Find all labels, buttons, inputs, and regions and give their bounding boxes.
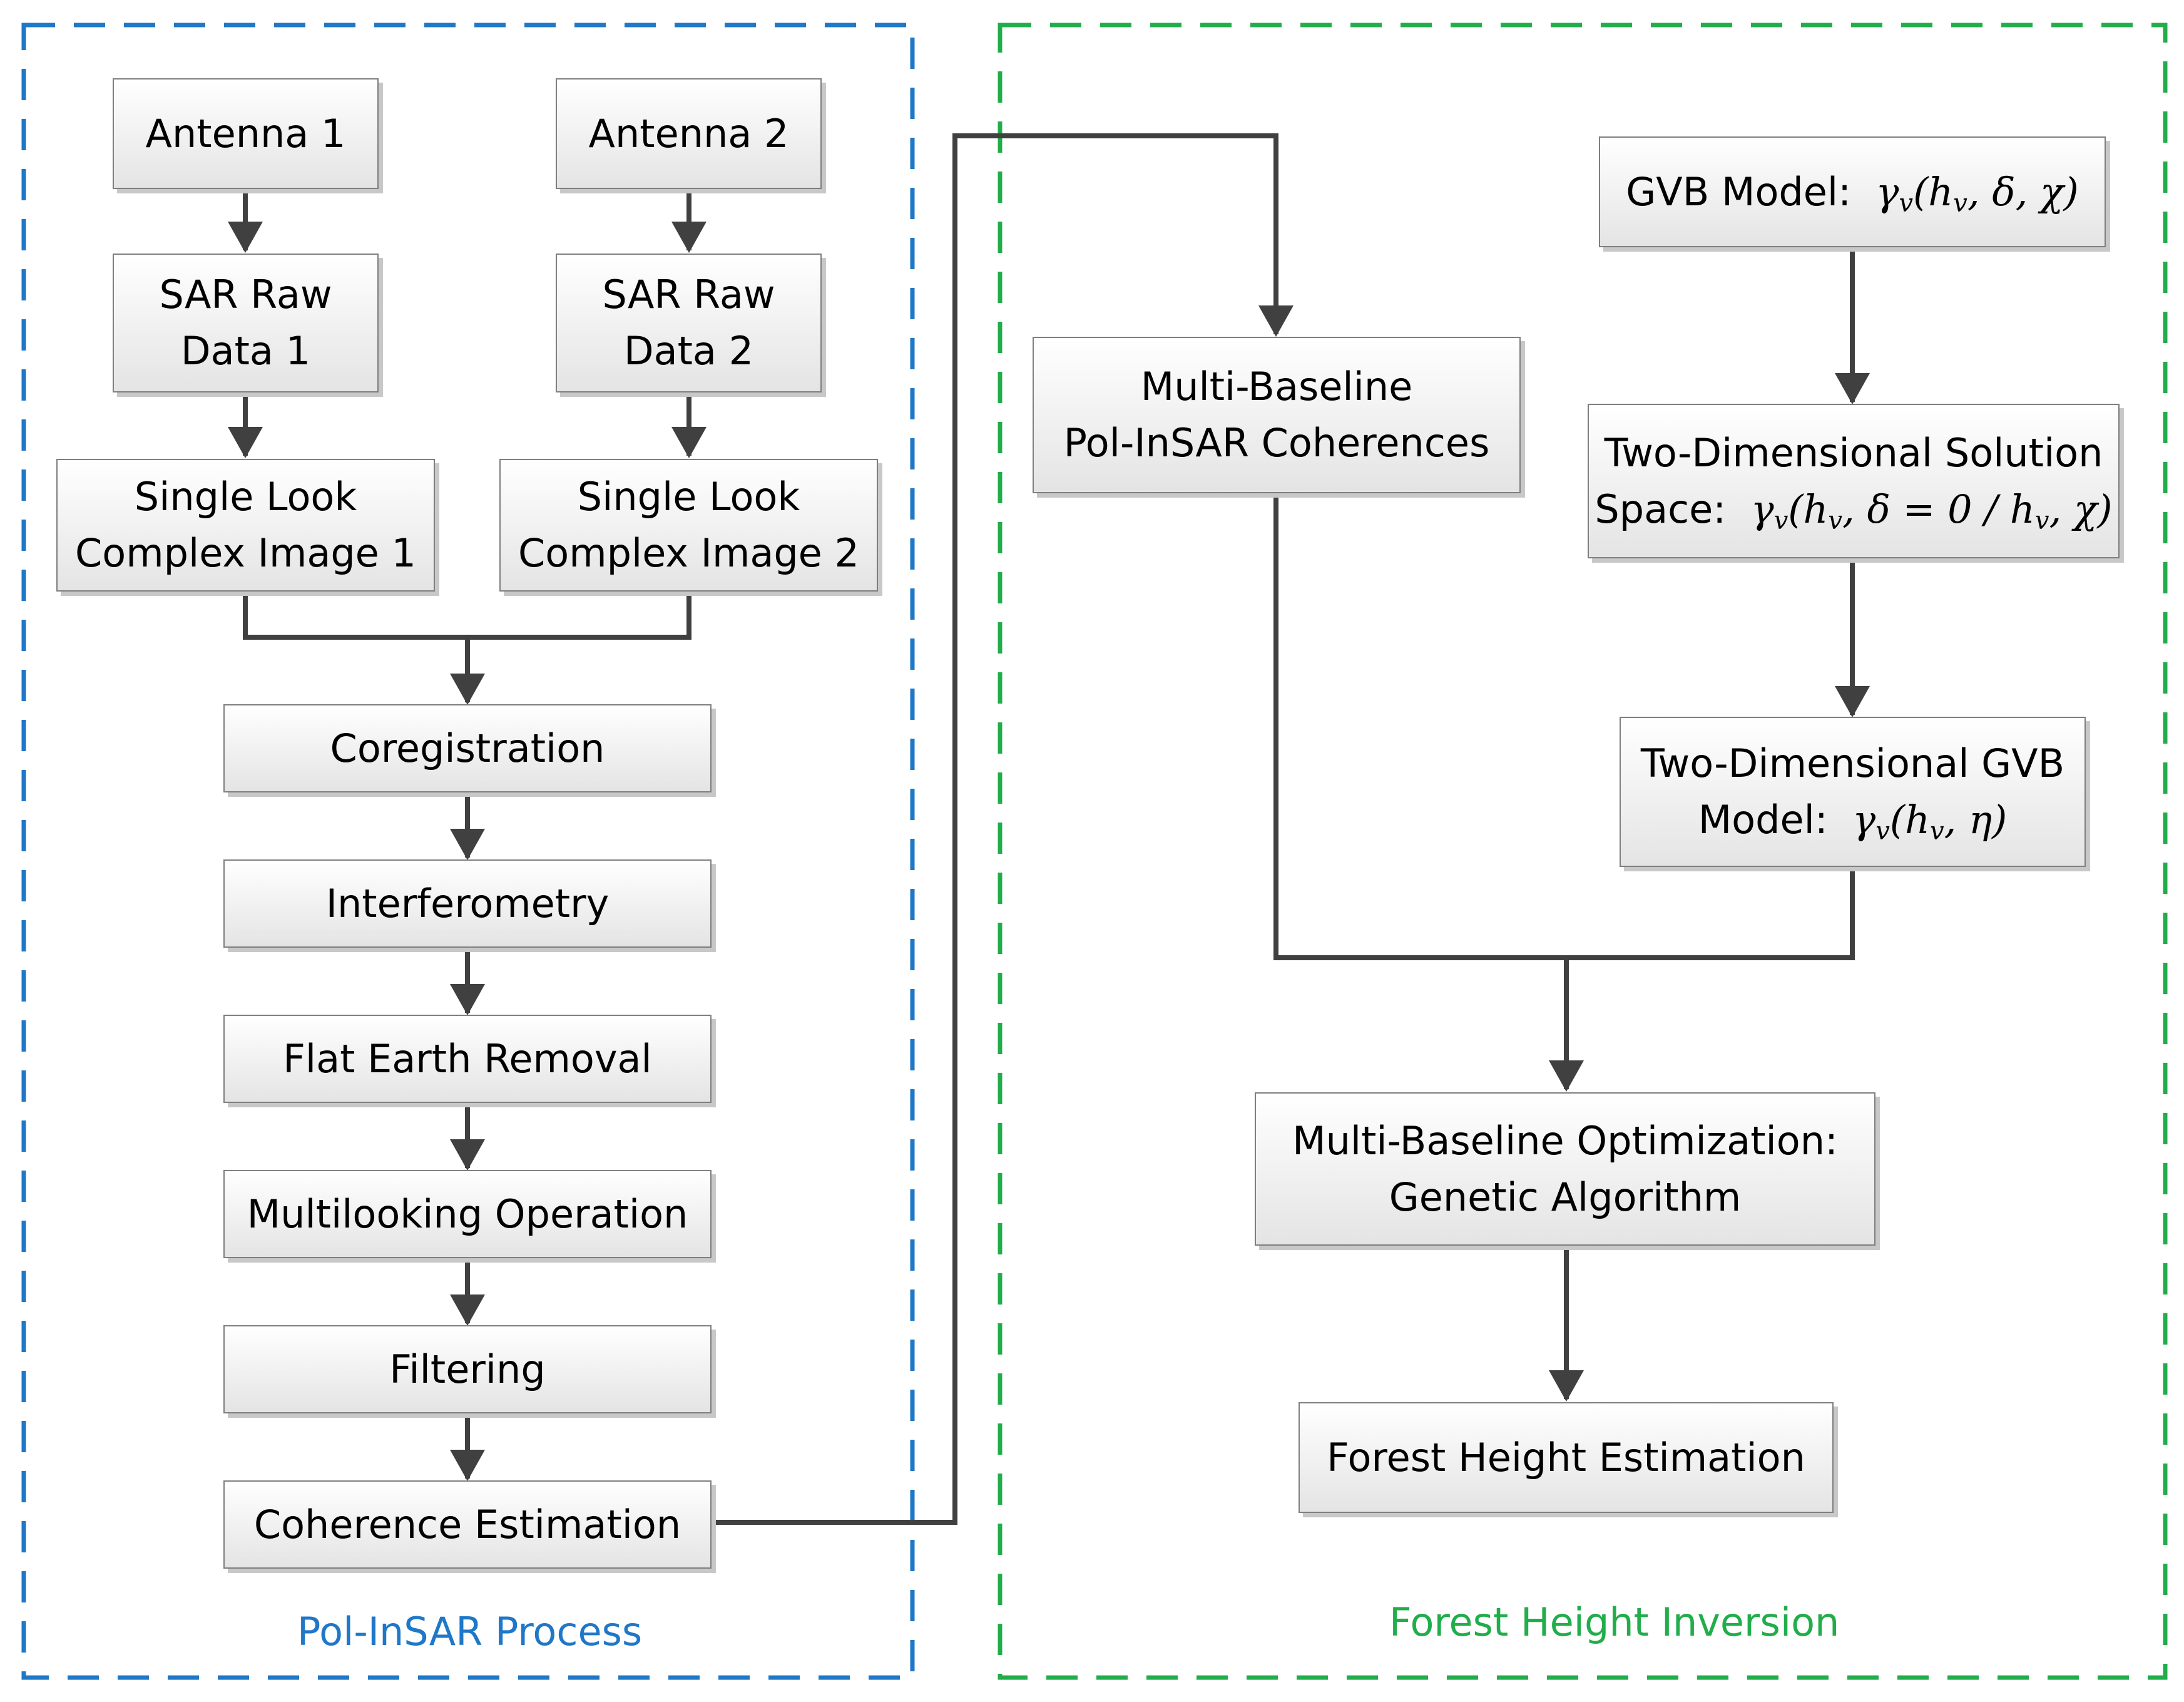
- sar-raw-data2-box: SAR Raw Data 2: [556, 254, 822, 392]
- two-dim-space-box: Two-Dimensional Solution Space: γv(hv, δ…: [1588, 404, 2120, 558]
- polinsar-group-label: Pol-InSAR Process: [297, 1609, 643, 1654]
- tdg-gamma: γ: [1852, 797, 1876, 843]
- tdg-args-sub: v: [1929, 817, 1944, 846]
- antenna1-label: Antenna 1: [145, 110, 346, 156]
- gvb-args: (h: [1913, 168, 1954, 215]
- two-dim-gvb-box: Two-Dimensional GVB Model: γv(hv, η): [1620, 717, 2086, 867]
- interferometry-label: Interferometry: [325, 880, 610, 926]
- tdg-gamma-sub: v: [1875, 817, 1890, 846]
- gvb-model-formula: γv(hv, δ, χ): [1875, 168, 2079, 218]
- forest-group-label: Forest Height Inversion: [1389, 1599, 1840, 1645]
- arrow-coherence-mbcoherences: [712, 133, 1294, 1525]
- antenna1-box: Antenna 1: [113, 78, 379, 189]
- slc-image1-box: Single Look Complex Image 1: [56, 459, 435, 592]
- slc-image2-line1: Single Look: [577, 474, 800, 520]
- antenna2-label: Antenna 2: [588, 110, 789, 156]
- slc-image2-box: Single Look Complex Image 2: [499, 459, 878, 592]
- mb-coherences-box: Multi-Baseline Pol-InSAR Coherences: [1033, 337, 1521, 493]
- tds-gamma-sub: v: [1773, 506, 1789, 535]
- polinsar-group-frame: [21, 23, 915, 1680]
- mb-coherences-line1: Multi-Baseline: [1140, 364, 1413, 409]
- multilooking-box: Multilooking Operation: [223, 1170, 712, 1258]
- filtering-label: Filtering: [389, 1346, 546, 1392]
- interferometry-box: Interferometry: [223, 859, 712, 948]
- coregistration-label: Coregistration: [330, 725, 605, 771]
- sar-raw-data1-line1: SAR Raw: [159, 272, 332, 317]
- sar-raw-data1-line2: Data 1: [180, 328, 311, 374]
- sar-raw-data1-box: SAR Raw Data 1: [113, 254, 379, 392]
- tdg-args-rest: , η): [1944, 797, 2008, 843]
- mb-optimization-line1: Multi-Baseline Optimization:: [1292, 1117, 1838, 1164]
- two-dim-gvb-line2: Model: γv(hv, η): [1698, 792, 2008, 848]
- tds-args-mid: , δ = 0 / h: [1842, 486, 2035, 532]
- two-dim-gvb-text: Model:: [1698, 797, 1828, 843]
- flat-earth-removal-box: Flat Earth Removal: [223, 1015, 712, 1103]
- two-dim-gvb-formula: γv(hv, η): [1852, 797, 2008, 846]
- tds-args: (h: [1788, 486, 1829, 532]
- mb-optimization-line2: Genetic Algorithm: [1389, 1174, 1742, 1220]
- forest-height-label: Forest Height Estimation: [1327, 1434, 1805, 1480]
- gvb-args-sub: v: [1953, 188, 1967, 218]
- slc-image2-line2: Complex Image 2: [518, 530, 859, 576]
- tdg-args: (h: [1889, 797, 1930, 843]
- forest-height-box: Forest Height Estimation: [1299, 1402, 1834, 1513]
- antenna2-box: Antenna 2: [556, 78, 822, 189]
- two-dim-gvb-line1: Two-Dimensional GVB: [1640, 741, 2065, 786]
- gvb-model-box: GVB Model: γv(hv, δ, χ): [1599, 136, 2106, 247]
- tds-args-rest: , χ): [2049, 486, 2113, 532]
- connector-slc-merge: [243, 592, 691, 640]
- coherence-estimation-label: Coherence Estimation: [253, 1501, 681, 1547]
- mb-coherences-line2: Pol-InSAR Coherences: [1063, 420, 1490, 466]
- gvb-model-text: GVB Model:: [1626, 168, 1851, 215]
- two-dim-space-line1: Two-Dimensional Solution: [1604, 429, 2103, 476]
- filtering-box: Filtering: [223, 1325, 712, 1413]
- sar-raw-data2-line1: SAR Raw: [602, 272, 775, 317]
- gvb-gamma: γ: [1875, 168, 1899, 215]
- slc-image1-line1: Single Look: [134, 474, 357, 520]
- gvb-args-rest: , δ, χ): [1967, 168, 2079, 215]
- forest-group-frame: [998, 23, 2168, 1680]
- slc-image1-line2: Complex Image 1: [75, 530, 416, 576]
- sar-raw-data2-line2: Data 2: [623, 328, 754, 374]
- tds-args-sub2: v: [2034, 506, 2049, 535]
- multilooking-label: Multilooking Operation: [247, 1191, 688, 1237]
- tds-gamma: γ: [1750, 486, 1774, 532]
- gvb-model-line: GVB Model: γv(hv, δ, χ): [1626, 164, 2079, 220]
- mb-optimization-box: Multi-Baseline Optimization: Genetic Alg…: [1255, 1092, 1875, 1246]
- two-dim-space-formula: γv(hv, δ = 0 / hv, χ): [1750, 486, 2113, 535]
- coherence-estimation-box: Coherence Estimation: [223, 1480, 712, 1569]
- gvb-gamma-sub: v: [1899, 188, 1914, 218]
- flat-earth-removal-label: Flat Earth Removal: [283, 1035, 652, 1082]
- tds-args-sub: v: [1828, 506, 1843, 535]
- two-dim-space-text: Space:: [1595, 486, 1727, 532]
- coregistration-box: Coregistration: [223, 704, 712, 792]
- two-dim-space-line2: Space: γv(hv, δ = 0 / hv, χ): [1595, 481, 2112, 538]
